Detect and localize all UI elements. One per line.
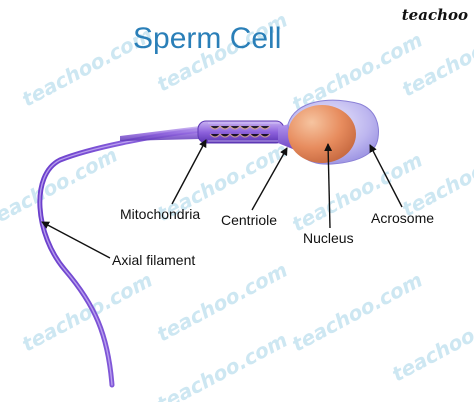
label-mitochondria: Mitochondria <box>120 206 201 222</box>
tail <box>37 127 203 388</box>
pointer-nucleus <box>324 143 333 229</box>
pointer-centriole <box>251 147 288 211</box>
label-acrosome: Acrosome <box>371 210 435 226</box>
pointer-axial-filament <box>41 221 111 259</box>
pointer-mitochondria <box>171 139 207 205</box>
label-axial-filament: Axial filament <box>112 252 196 268</box>
pointer-acrosome <box>369 144 403 208</box>
pointer-lines <box>41 139 403 259</box>
label-centriole: Centriole <box>221 212 278 228</box>
teachoo-logo: teachoo <box>401 6 468 24</box>
diagram-title: Sperm Cell <box>133 22 282 55</box>
sperm-head <box>287 99 379 165</box>
nucleus-shape <box>288 105 356 163</box>
midpiece <box>120 120 285 144</box>
label-nucleus: Nucleus <box>303 230 354 246</box>
